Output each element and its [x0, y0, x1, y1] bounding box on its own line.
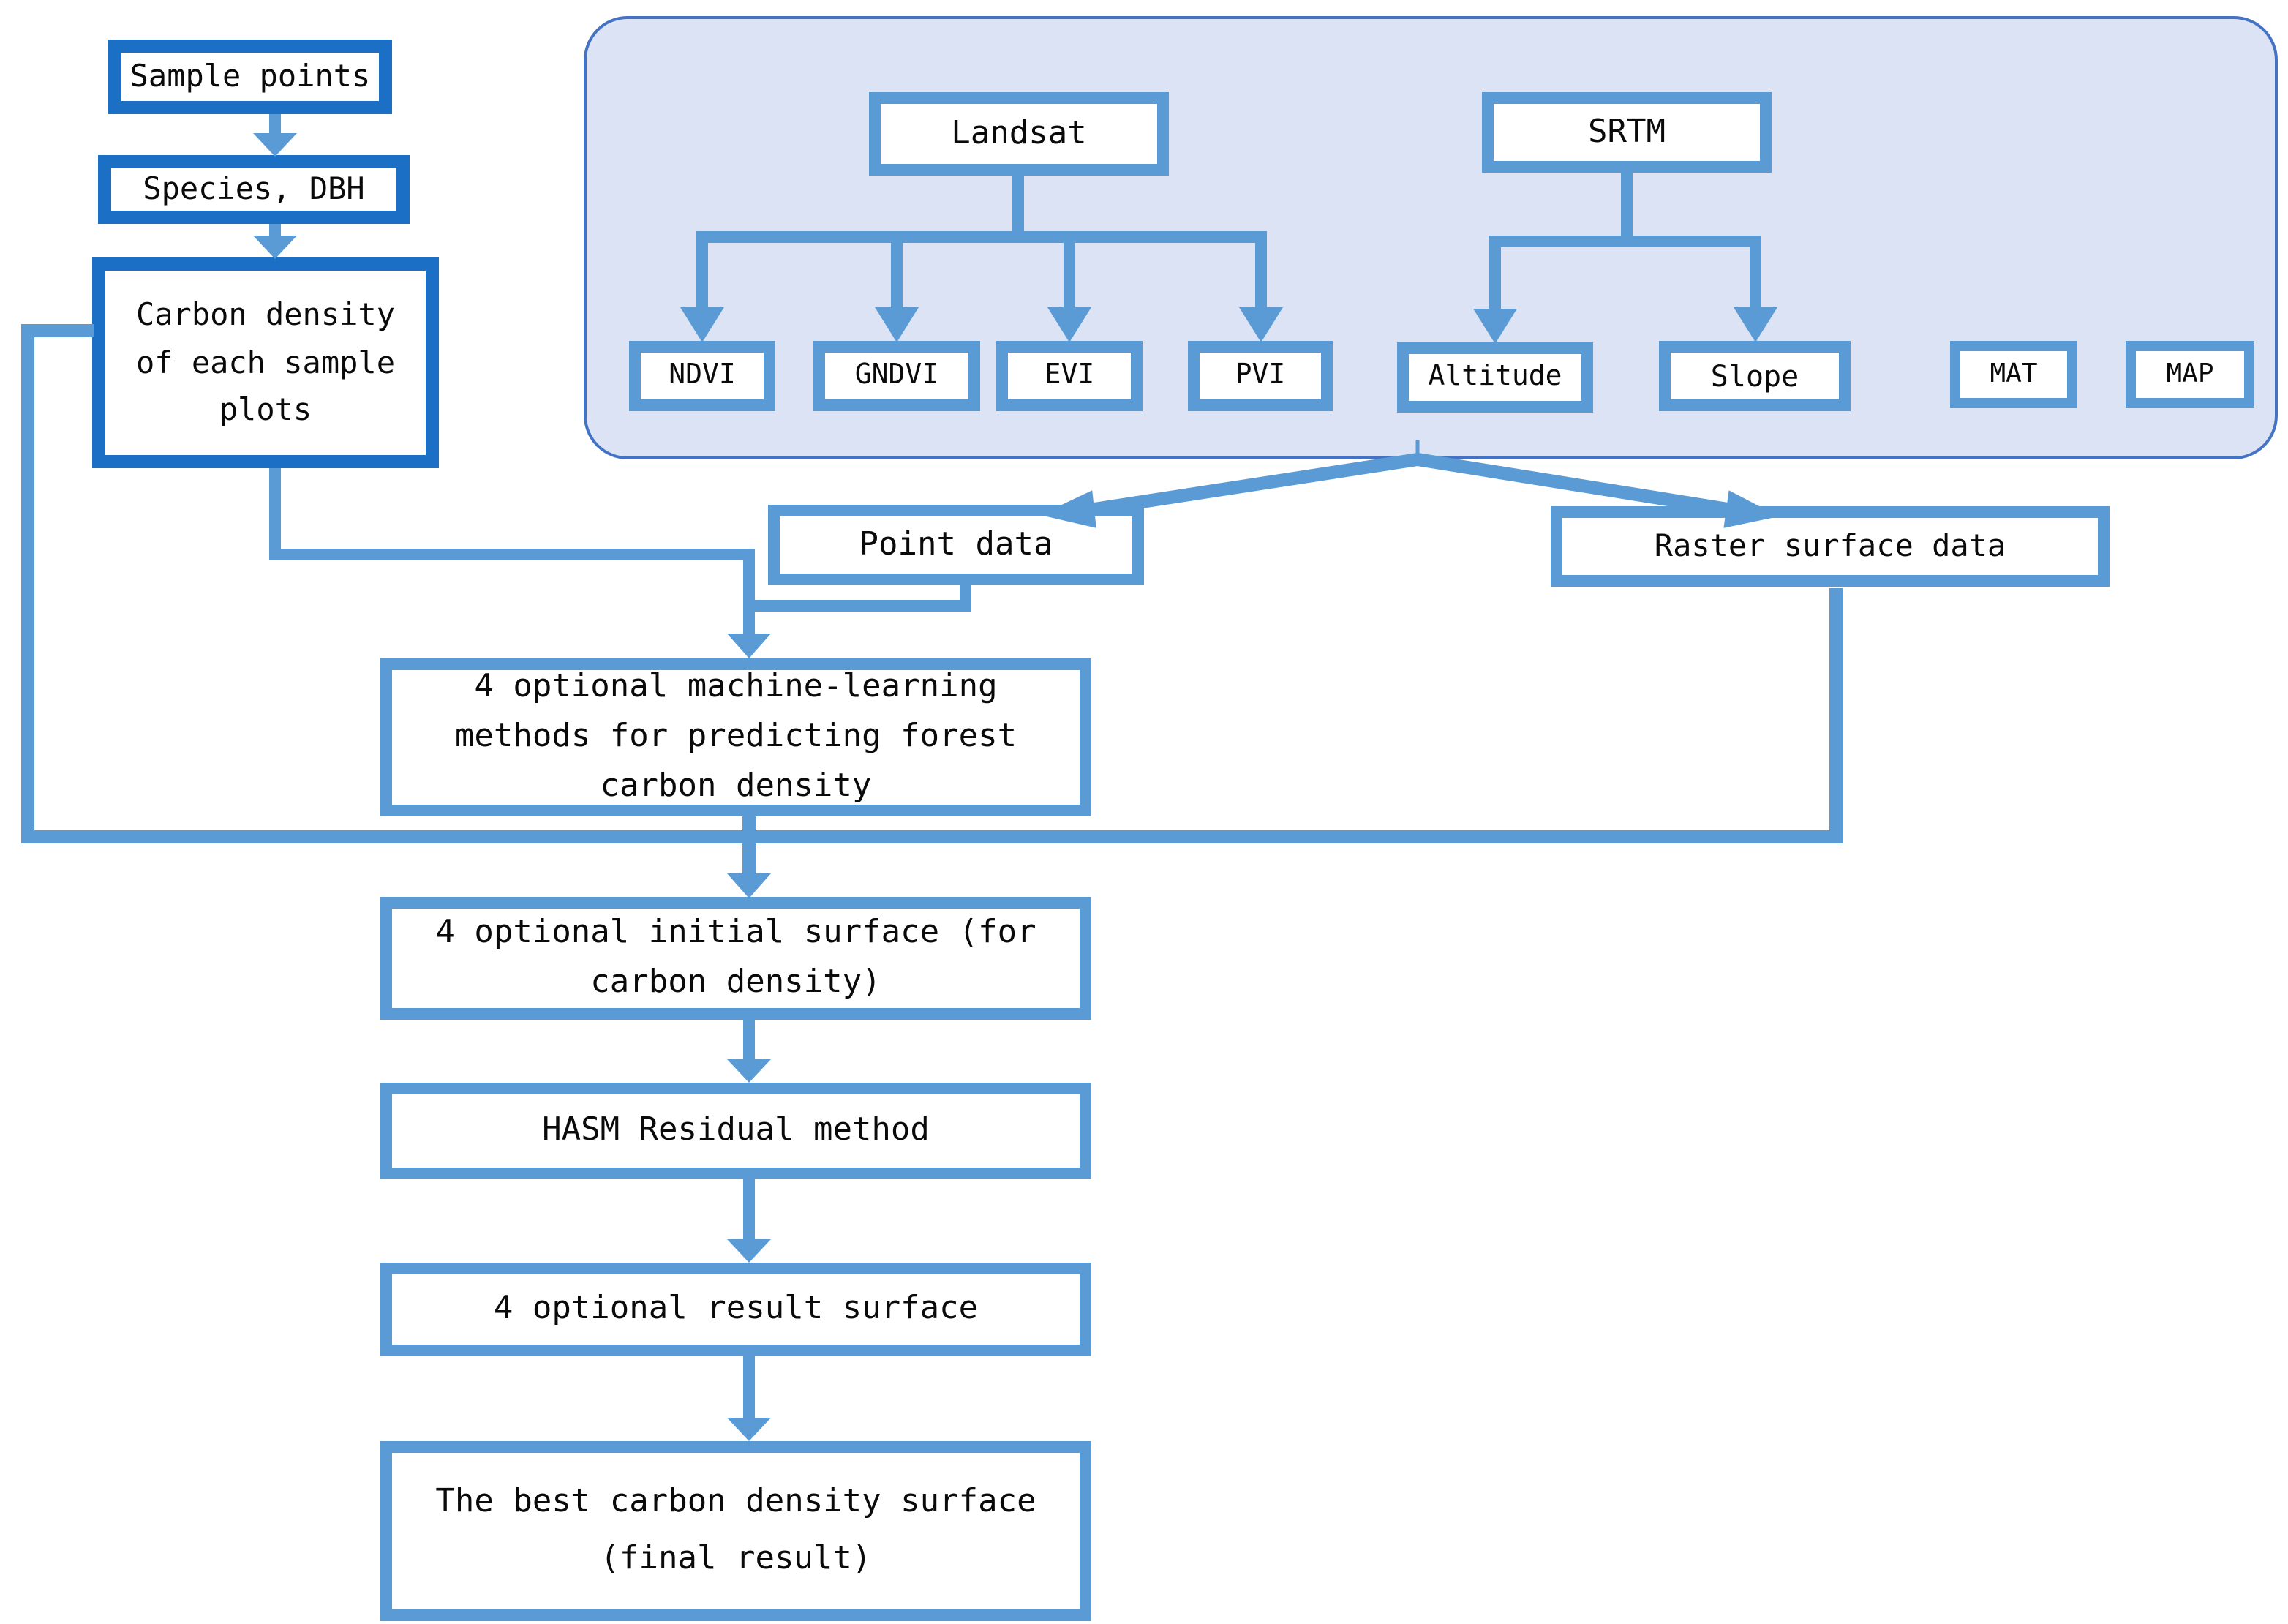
arrow-hasm-to-result	[727, 1179, 771, 1263]
node-hasm-residual: HASM Residual method	[380, 1083, 1091, 1179]
node-point-data-label: Point data	[859, 526, 1053, 563]
node-slope-label: Slope	[1710, 358, 1799, 393]
node-ndvi: NDVI	[629, 341, 775, 411]
connector-carbon-collector-raster	[21, 324, 1843, 843]
node-species-dbh-label: Species, DBH	[143, 171, 365, 207]
connector-point-to-ml	[755, 585, 971, 612]
node-best-surface-label: The best carbon density surface (final r…	[435, 1484, 1036, 1576]
arrow-species-to-carbon	[253, 224, 297, 259]
node-initial-surface-label: 4 optional initial surface (for carbon d…	[435, 914, 1036, 1001]
node-mat-label: MAT	[1990, 358, 2038, 389]
node-sample-points-label: Sample points	[129, 59, 371, 94]
node-ml-methods-label: 4 optional machine-learning methods for …	[454, 668, 1017, 805]
node-slope: Slope	[1659, 341, 1851, 411]
node-hasm-residual-label: HASM Residual method	[542, 1112, 930, 1149]
node-best-surface: The best carbon density surface (final r…	[380, 1441, 1091, 1621]
node-raster-surface-data-label: Raster surface data	[1654, 528, 2006, 564]
node-srtm-label: SRTM	[1588, 113, 1666, 151]
arrow-group-to-point-data	[1040, 453, 1419, 528]
node-result-surface-label: 4 optional result surface	[493, 1290, 979, 1328]
landsat-tree-connectors	[680, 176, 1283, 342]
node-evi-label: EVI	[1044, 358, 1095, 391]
node-mat: MAT	[1950, 341, 2077, 408]
node-evi: EVI	[996, 341, 1143, 411]
arrow-ml-to-initial	[727, 816, 771, 898]
node-landsat: Landsat	[869, 92, 1169, 176]
node-gndvi: GNDVI	[813, 341, 980, 411]
connector-carbon-to-ml	[269, 468, 771, 658]
node-altitude-label: Altitude	[1428, 360, 1562, 393]
node-species-dbh: Species, DBH	[98, 155, 410, 224]
node-map: MAP	[2126, 341, 2254, 408]
node-gndvi-label: GNDVI	[854, 358, 939, 391]
node-carbon-density-label: Carbon density of each sample plots	[135, 297, 395, 428]
node-altitude: Altitude	[1397, 342, 1593, 413]
node-carbon-density: Carbon density of each sample plots	[92, 257, 439, 468]
node-pvi-label: PVI	[1235, 358, 1286, 391]
srtm-tree-connectors	[1473, 173, 1777, 344]
node-map-label: MAP	[2166, 358, 2214, 389]
arrow-group-to-raster-data	[1416, 453, 1779, 528]
node-initial-surface: 4 optional initial surface (for carbon d…	[380, 897, 1091, 1020]
node-result-surface: 4 optional result surface	[380, 1263, 1091, 1356]
arrow-initial-to-hasm	[727, 1020, 771, 1083]
node-pvi: PVI	[1188, 341, 1333, 411]
node-srtm: SRTM	[1482, 92, 1772, 173]
node-landsat-label: Landsat	[951, 115, 1087, 152]
node-sample-points: Sample points	[108, 40, 392, 114]
node-ml-methods: 4 optional machine-learning methods for …	[380, 658, 1091, 816]
arrow-sample-to-species	[253, 114, 297, 157]
arrow-result-to-final	[727, 1356, 771, 1441]
node-raster-surface-data: Raster surface data	[1551, 506, 2110, 587]
node-ndvi-label: NDVI	[669, 358, 736, 391]
